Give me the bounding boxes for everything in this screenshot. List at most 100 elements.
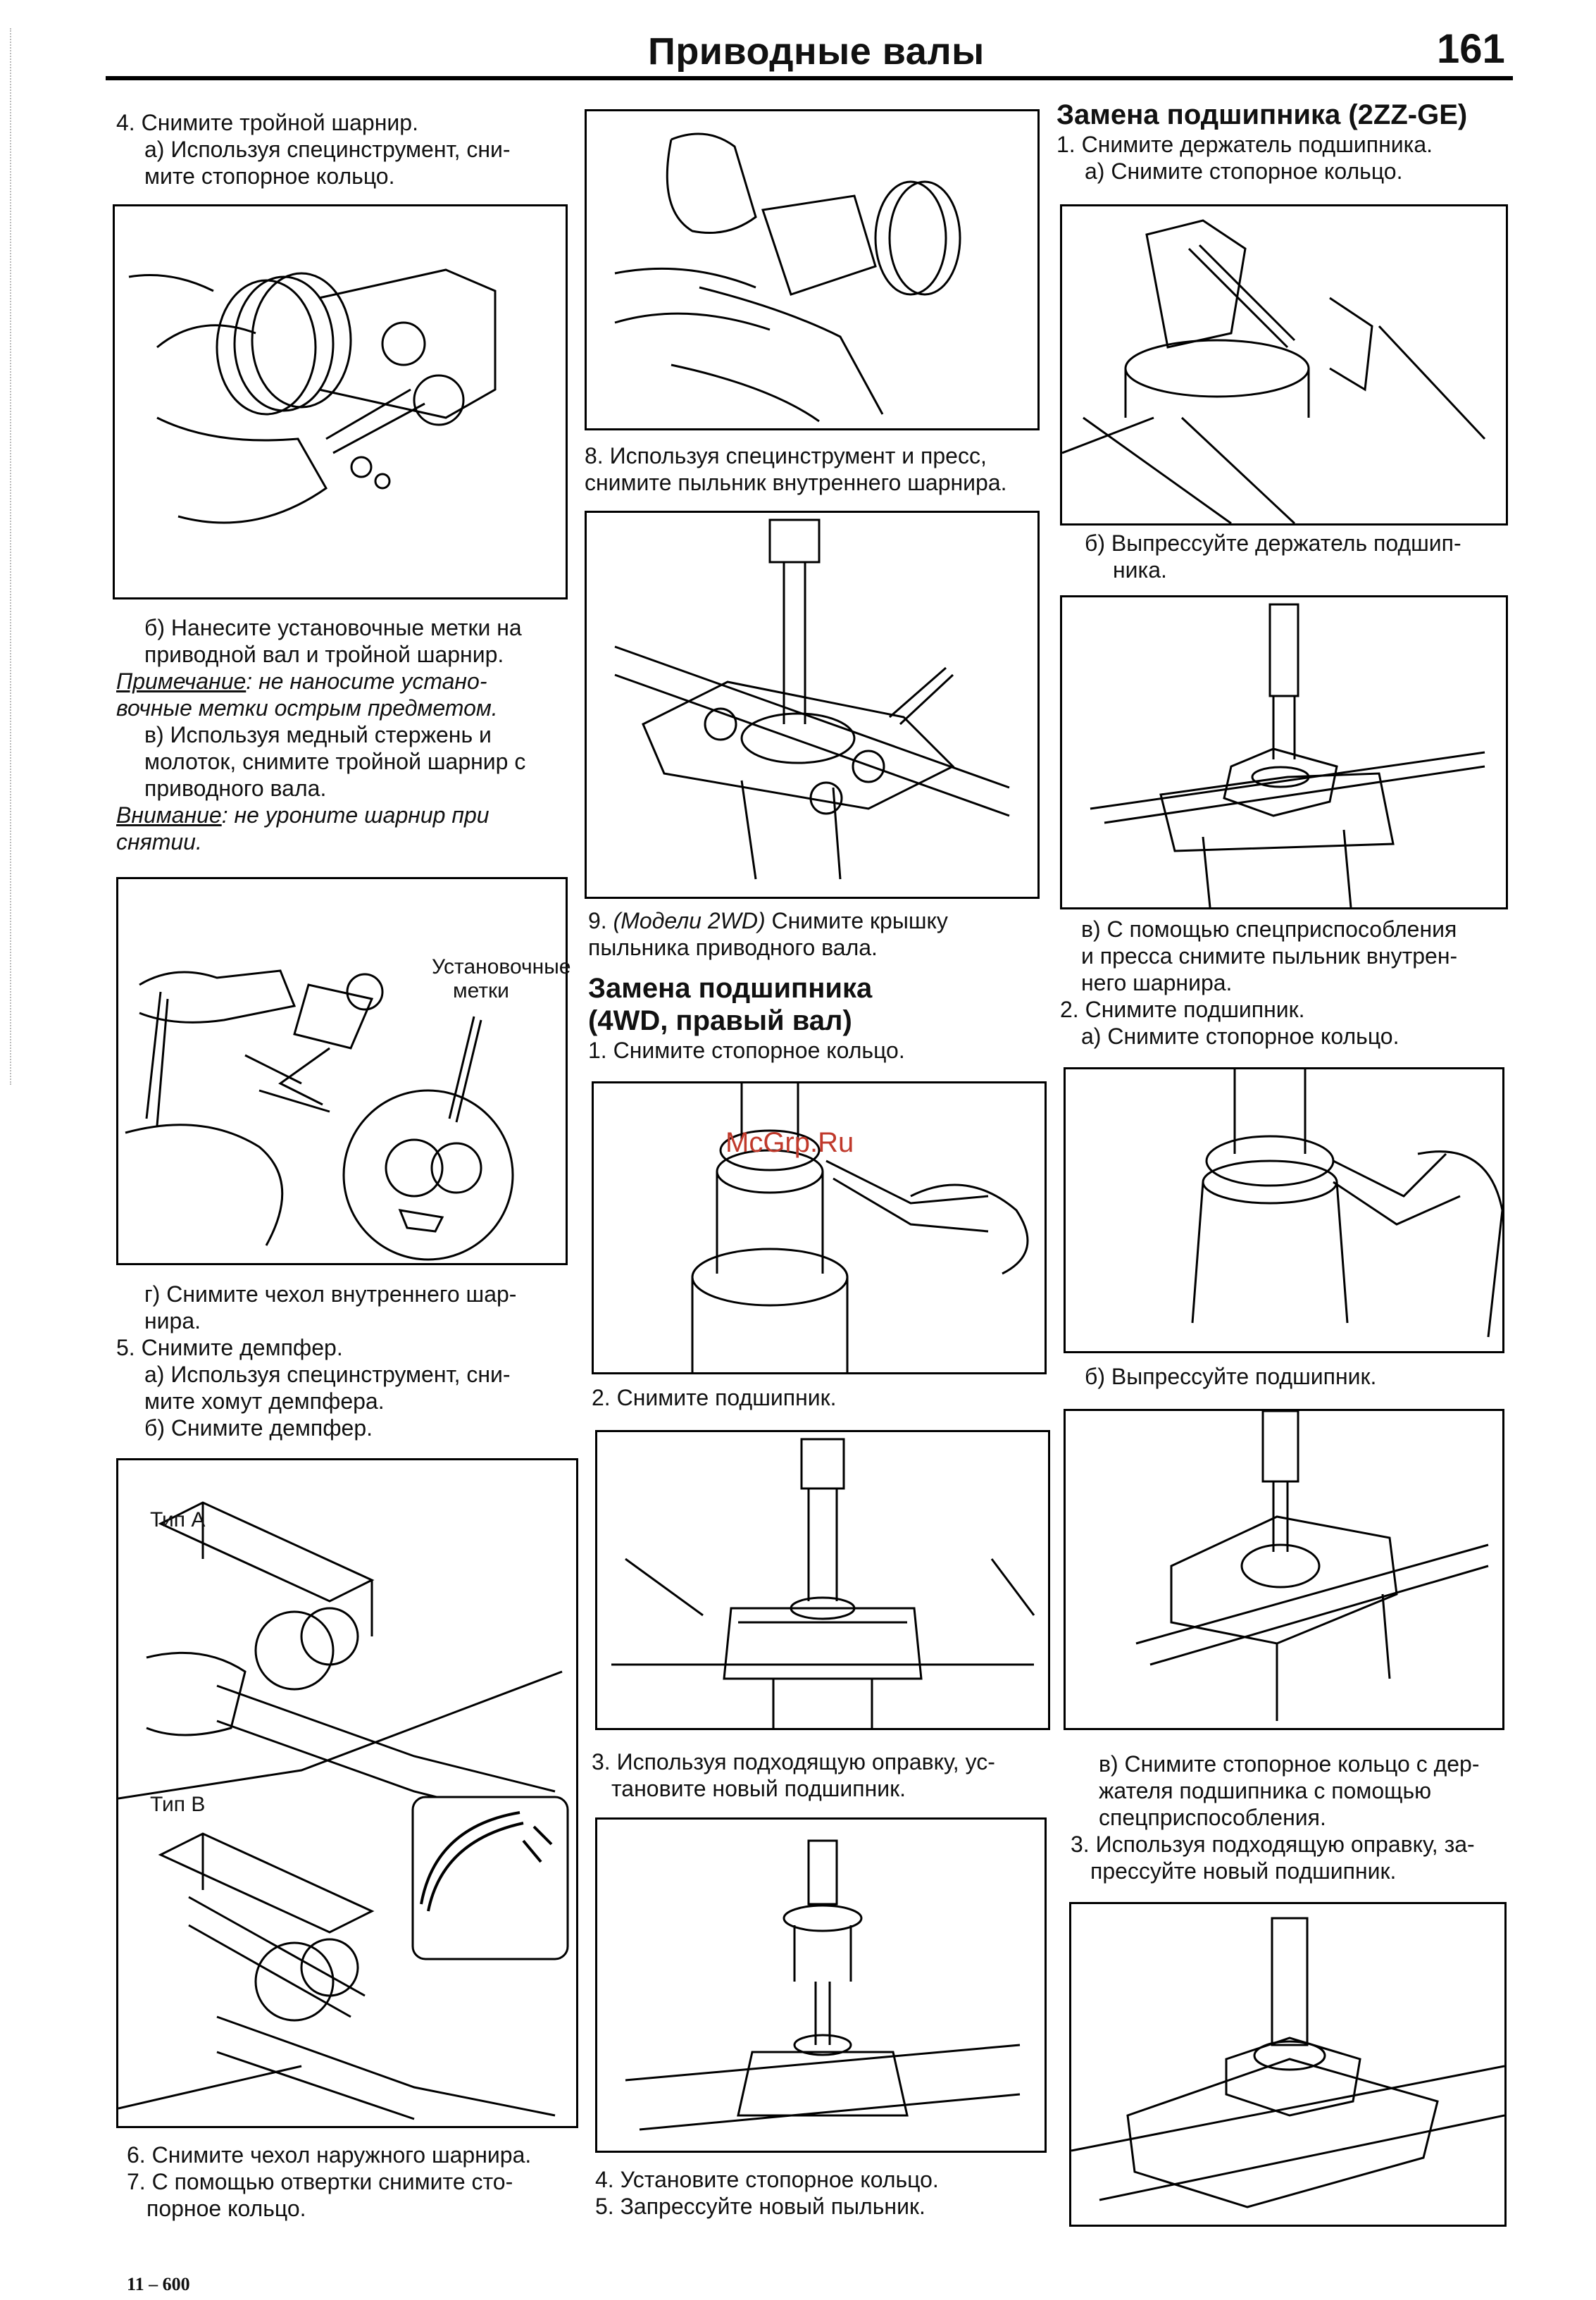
step-8-cont: снимите пыльник внутреннего шарнира. — [585, 470, 1007, 495]
step-2zz-1b-cont: ника. — [1113, 557, 1167, 583]
step-5a: а) Используя специнструмент, сни- — [144, 1362, 511, 1387]
step-4d-cont: нира. — [144, 1308, 201, 1334]
2zz-install-bearing-drawing — [1071, 1917, 1504, 2208]
step-9-text: Снимите крышку — [765, 908, 948, 933]
4wd-install-bearing-drawing — [625, 1839, 1021, 2131]
figure-4wd-remove-bearing — [595, 1430, 1050, 1730]
note-label: Примечание — [116, 669, 247, 694]
figure-4wd-install-bearing — [595, 1817, 1047, 2153]
step-5a-cont: мите хомут демпфера. — [144, 1388, 385, 1414]
page-title: Приводные валы — [648, 30, 985, 73]
col1-marks-text: б) Нанесите установочные метки на привод… — [116, 614, 567, 855]
step-2zz-1c-cont: и пресса снимите пыльник внутрен- — [1081, 943, 1458, 969]
2zz-bearing-snap-ring-drawing — [1191, 1069, 1502, 1338]
step-4d: г) Снимите чехол внутреннего шар- — [144, 1281, 517, 1307]
step-6: 6. Снимите чехол наружного шарнира. — [127, 2142, 532, 2168]
step-4: 4. Снимите тройной шарнир. — [116, 110, 418, 135]
label-type-b: Тип В — [150, 1793, 206, 1816]
figure-press-boot — [585, 511, 1040, 899]
figure-label-marks-2: метки — [453, 979, 509, 1002]
step-4b: б) Нанесите установочные метки на — [144, 615, 522, 640]
step-9-cont: пыльника приводного вала. — [588, 935, 878, 960]
step-7: 7. С помощью отвертки снимите сто- — [127, 2169, 513, 2194]
warning-text-cont: снятии. — [116, 829, 202, 854]
step-2zz-1a: а) Снимите стопорное кольцо. — [1085, 158, 1403, 184]
step-4wd-1: 1. Снимите стопорное кольцо. — [588, 1038, 905, 1063]
step-4c-cont2: приводного вала. — [144, 776, 327, 801]
step-9-models: (Модели 2WD) — [613, 908, 766, 933]
2zz-press-holder-drawing — [1090, 603, 1485, 907]
figure-boot-cover — [585, 109, 1040, 430]
figure-2zz-press-holder — [1060, 595, 1508, 909]
step-2zz-1: 1. Снимите держатель подшипника. — [1056, 132, 1433, 157]
step-2zz-2c-cont: жателя подшипника с помощью — [1099, 1778, 1432, 1803]
scan-edge-marks — [10, 28, 18, 1085]
2zz-snap-ring-drawing — [1062, 219, 1486, 523]
2zz-press-bearing-drawing — [1135, 1411, 1489, 1721]
figure-label-marks: Установочные — [432, 955, 571, 978]
note-text-cont: вочные метки острым предметом. — [116, 695, 498, 721]
footer-code: 11 – 600 — [127, 2274, 190, 2294]
col2-step8-text: 8. Используя специнструмент и пресс, сни… — [585, 442, 1042, 496]
tripod-snap-ring-drawing — [128, 268, 497, 524]
step-4b-cont: приводной вал и тройной шарнир. — [144, 642, 504, 667]
press-boot-drawing — [614, 518, 1010, 880]
step-4wd-5: 5. Запрессуйте новый пыльник. — [595, 2194, 925, 2219]
col1-boot-damper-text: г) Снимите чехол внутреннего шар- нира. … — [116, 1281, 567, 1441]
col3-intro: Замена подшипника (2ZZ-GE) 1. Снимите де… — [1056, 99, 1528, 185]
note-text: : не наносите устано- — [246, 669, 487, 694]
step-2zz-3: 3. Используя подходящую оправку, за- — [1071, 1832, 1475, 1857]
header-rule — [106, 76, 1513, 80]
step-2zz-2c: в) Снимите стопорное кольцо с дер- — [1099, 1751, 1480, 1777]
warning-label: Внимание — [116, 802, 222, 828]
step-4a: а) Используя специнструмент, сни- — [144, 137, 511, 162]
step-4wd-2: 2. Снимите подшипник. — [592, 1385, 837, 1410]
col3-boot-bearing-text: в) С помощью спецприспособления и пресса… — [1060, 916, 1539, 1050]
4wd-remove-bearing-drawing — [611, 1438, 1035, 1728]
section-heading-4wd-sub: (4WD, правый вал) — [588, 1005, 852, 1036]
page-number: 161 — [1437, 26, 1505, 72]
label-type-a: Тип А — [150, 1508, 206, 1531]
warning-text: : не уроните шарнир при — [221, 802, 490, 828]
step-4c-cont: молоток, снимите тройной шарнир с — [144, 749, 526, 774]
section-heading-2zz: Замена подшипника (2ZZ-GE) — [1056, 99, 1468, 130]
figure-2zz-install-bearing — [1069, 1902, 1507, 2227]
step-2zz-2: 2. Снимите подшипник. — [1060, 997, 1305, 1022]
col1-intro: 4. Снимите тройной шарнир. а) Используя … — [116, 109, 567, 189]
figure-damper-types: Тип А Тип В — [116, 1458, 578, 2128]
step-4a-cont: мите стопорное кольцо. — [144, 163, 395, 189]
col2-bottom-text: 4. Установите стопорное кольцо. 5. Запре… — [595, 2166, 1053, 2220]
figure-tripod-removal: Установочные метки — [116, 877, 571, 1265]
figure-2zz-snap-ring — [1060, 204, 1508, 526]
figure-tripod-snap-ring — [113, 204, 568, 599]
step-5b: б) Снимите демпфер. — [144, 1415, 373, 1441]
step-7-cont: порное кольцо. — [146, 2196, 306, 2221]
col2-step2-text: 2. Снимите подшипник. — [592, 1384, 1049, 1411]
step-2zz-2c-cont2: спецприспособления. — [1099, 1805, 1326, 1830]
step-4c: в) Используя медный стержень и — [144, 722, 492, 747]
col1-bottom-text: 6. Снимите чехол наружного шарнира. 7. С… — [127, 2142, 578, 2222]
col2-step9-text: 9. (Модели 2WD) Снимите крышку пыльника … — [588, 907, 1046, 1064]
step-4wd-4: 4. Установите стопорное кольцо. — [595, 2167, 939, 2192]
tripod-removal-drawing — [125, 969, 514, 1261]
figure-2zz-press-bearing — [1064, 1409, 1504, 1730]
step-4wd-3-cont: тановите новый подшипник. — [611, 1776, 906, 1801]
step-2zz-1c: в) С помощью спецприспособления — [1081, 916, 1457, 942]
step-8: 8. Используя специнструмент и пресс, — [585, 443, 987, 468]
col3-bottom-text: в) Снимите стопорное кольцо с дер- жател… — [1071, 1751, 1535, 1884]
step-2zz-3-cont: прессуйте новый подшипник. — [1090, 1858, 1397, 1884]
step-4wd-3: 3. Используя подходящую оправку, ус- — [592, 1749, 995, 1774]
col3-press-holder-text: б) Выпрессуйте держатель подшип- ника. — [1085, 530, 1535, 583]
damper-types-drawing — [118, 1501, 569, 2120]
step-2zz-2a: а) Снимите стопорное кольцо. — [1081, 1024, 1399, 1049]
watermark: McGrp.Ru — [725, 1127, 854, 1158]
col3-press-bearing-text: б) Выпрессуйте подшипник. — [1085, 1363, 1535, 1390]
step-9-num: 9. — [588, 908, 613, 933]
step-5: 5. Снимите демпфер. — [116, 1335, 343, 1360]
section-heading-4wd: Замена подшипника — [588, 973, 873, 1004]
step-2zz-2b: б) Выпрессуйте подшипник. — [1085, 1364, 1377, 1389]
figure-4wd-snap-ring — [592, 1081, 1047, 1374]
figure-2zz-bearing-snap-ring — [1064, 1067, 1504, 1353]
4wd-snap-ring-drawing — [691, 1083, 1029, 1372]
col2-step3-text: 3. Используя подходящую оправку, ус- тан… — [592, 1748, 1049, 1802]
